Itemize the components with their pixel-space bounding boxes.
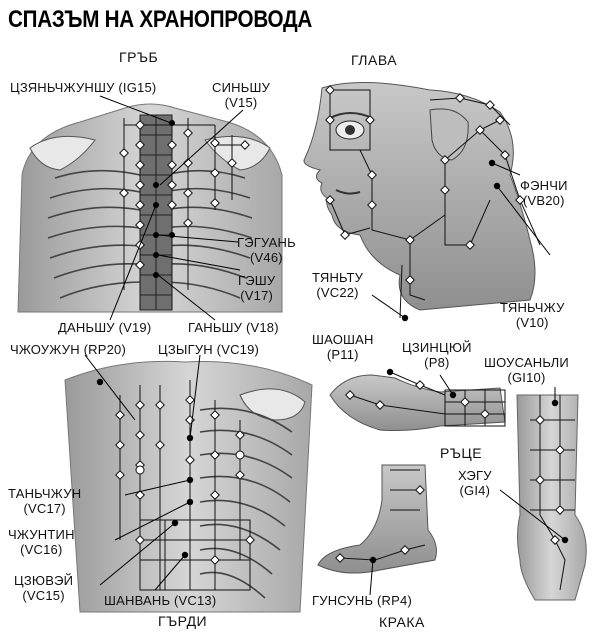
point-label-p8: ЦЗИНЦЮЙ(P8)	[402, 340, 472, 370]
section-label-legs: КРАКА	[379, 614, 425, 630]
point-label-vc19: ЦЗЫГУН (VC19)	[158, 342, 260, 357]
point-label-v18: ГАНЬШУ (V18)	[188, 320, 279, 335]
point-label-vc16: ЧЖУНТИН(VC16)	[8, 527, 75, 557]
back-figure	[17, 103, 283, 313]
point-label-vc22: ТЯНЬТУ(VC22)	[312, 270, 364, 300]
point-label-v10: ТЯНЬЧЖУ(V10)	[500, 300, 565, 330]
page-title: СПАЗЪМ НА ХРАНОПРОВОДА	[8, 6, 313, 33]
head-figure	[303, 81, 541, 322]
point-label-vc17: ТАНЬЧЖУН(VC17)	[8, 486, 82, 516]
point-label-vc13: ШАНВАНЬ (VC13)	[104, 593, 217, 608]
section-label-head: ГЛАВА	[351, 52, 398, 68]
section-label-chest: ГЪРДИ	[158, 613, 208, 629]
section-label-arms: РЪЦЕ	[440, 445, 483, 461]
point-label-v17: ГЭШУ(V17)	[238, 273, 276, 303]
point-label-vb20: ФЭНЧИ(VB20)	[520, 178, 568, 208]
point-label-gi10: ШОУСАНЬЛИ(GI10)	[484, 355, 569, 385]
point-label-p11: ШАОШАН(P11)	[312, 332, 374, 362]
forearm-figure	[516, 394, 587, 601]
leader-lines	[84, 95, 566, 596]
chest-figure	[64, 360, 313, 613]
point-label-ig15: ЦЗЯНЬЧЖУНШУ (IG15)	[10, 80, 157, 95]
arm-figure	[329, 368, 506, 431]
point-label-rp4: ГУНСУНЬ (RP4)	[312, 593, 412, 608]
point-label-gi4: ХЭГУ(GI4)	[458, 468, 492, 498]
point-label-rp20: ЧЖОУЖУН (RP20)	[10, 342, 126, 357]
point-label-v19: ДАНЬШУ (V19)	[58, 320, 152, 335]
point-label-vc15: ЦЗЮВЭЙ(VC15)	[14, 573, 74, 603]
foot-figure	[317, 464, 437, 574]
section-label-back: ГРЪБ	[119, 49, 159, 65]
point-label-v15: СИНЬШУ(V15)	[212, 80, 271, 110]
point-label-v46: ГЭГУАНЬ(V46)	[237, 235, 296, 265]
